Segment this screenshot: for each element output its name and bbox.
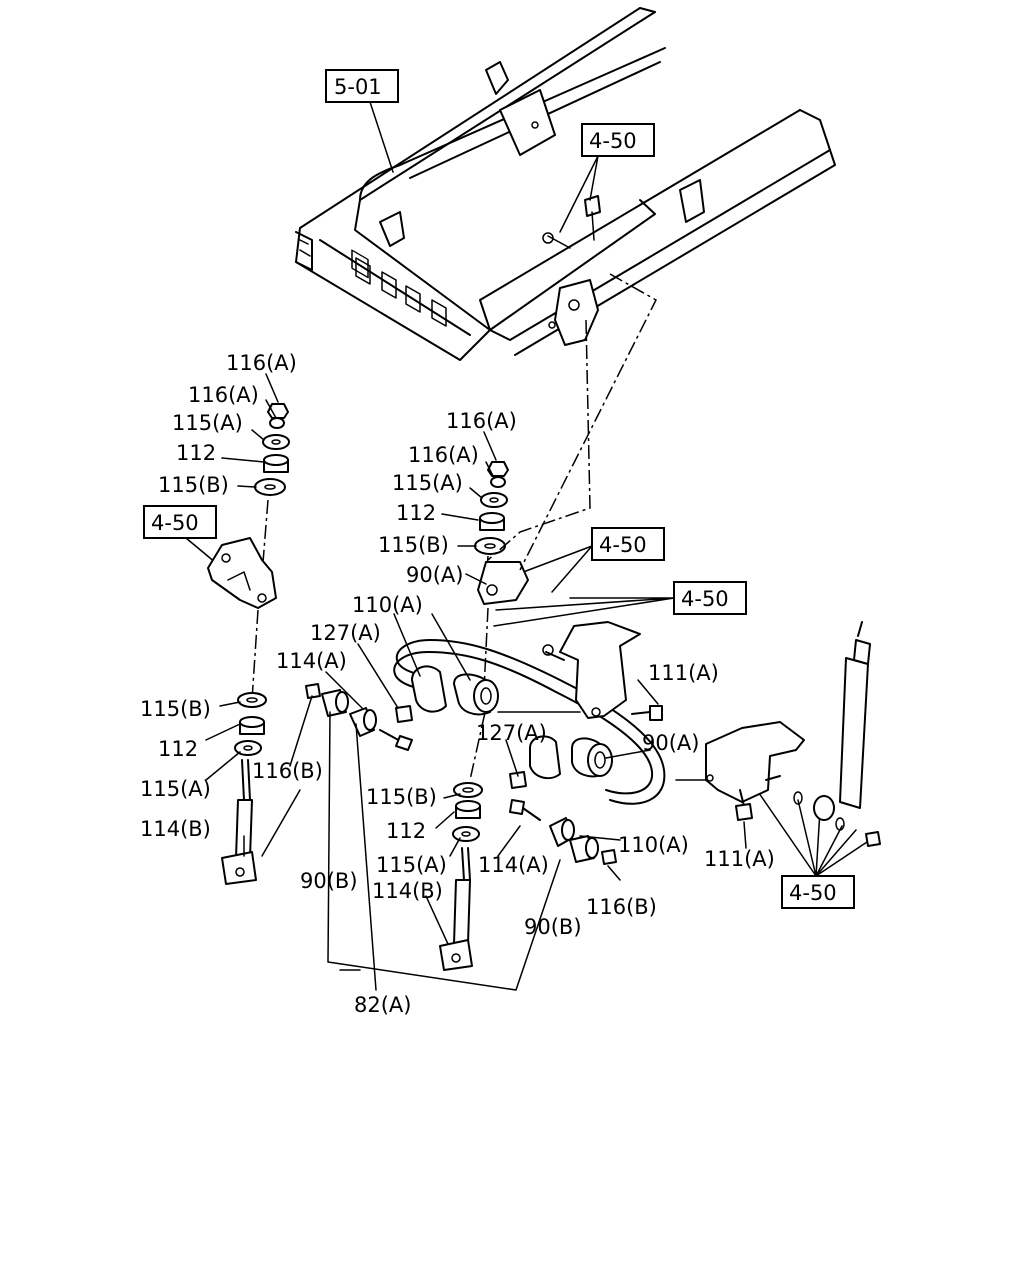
label-111a: 111(A) [648, 661, 719, 685]
label-111a: 111(A) [704, 847, 775, 871]
label-115a: 115(A) [376, 853, 447, 877]
ref-section-label: 4-50 [589, 129, 637, 153]
label-90a: 90(A) [406, 563, 463, 587]
label-114a: 114(A) [276, 649, 347, 673]
frame-bolt [542, 195, 601, 249]
stabilizer-bar [393, 639, 707, 805]
label-114b: 114(B) [372, 879, 443, 903]
bolt-111-upper [631, 705, 663, 721]
label-110a: 110(A) [618, 833, 689, 857]
label-115b: 115(B) [366, 785, 437, 809]
label-115a: 115(A) [392, 471, 463, 495]
label-116a: 116(A) [446, 409, 517, 433]
ref-frame-5-01[interactable]: 5-01 [325, 69, 399, 103]
mount-bracket [542, 621, 641, 719]
bolt-111-lower [735, 789, 753, 821]
label-114b: 114(B) [140, 817, 211, 841]
shock-absorber-assembly [705, 621, 881, 847]
label-90b: 90(B) [300, 869, 358, 893]
leader-lines [205, 373, 747, 971]
ref-section-label: 4-50 [599, 533, 647, 557]
bushing-group-left [305, 683, 377, 737]
center-link-assembly [439, 461, 529, 971]
label-114a: 114(A) [478, 853, 549, 877]
bolt-127-right [509, 771, 541, 821]
part-labels: 116(A) 116(A) 115(A) 112 115(B) 116(A) 1… [140, 351, 775, 1017]
label-115b: 115(B) [140, 697, 211, 721]
label-115a: 115(A) [140, 777, 211, 801]
ref-section-label: 4-50 [789, 881, 837, 905]
ref-section-4-50-top[interactable]: 4-50 [581, 123, 655, 157]
label-115a: 115(A) [172, 411, 243, 435]
label-112: 112 [396, 501, 436, 525]
label-110a: 110(A) [352, 593, 423, 617]
label-90b: 90(B) [524, 915, 582, 939]
ref-frame-label: 5-01 [334, 75, 382, 99]
left-link-assembly [207, 403, 290, 885]
bushing-group-right [549, 817, 617, 865]
ref-section-4-50-bottom[interactable]: 4-50 [781, 875, 855, 909]
label-115b: 115(B) [378, 533, 449, 557]
bolt-127-left [379, 705, 413, 751]
ref-section-label: 4-50 [681, 587, 729, 611]
chassis-frame [295, 7, 836, 361]
label-116a: 116(A) [408, 443, 479, 467]
ref-section-4-50-mid[interactable]: 4-50 [591, 527, 665, 561]
label-82a: 82(A) [354, 993, 411, 1017]
label-112: 112 [176, 441, 216, 465]
ref-section-4-50-left[interactable]: 4-50 [143, 505, 217, 539]
label-112: 112 [386, 819, 426, 843]
label-116a: 116(A) [226, 351, 297, 375]
label-90a: 90(A) [642, 731, 699, 755]
label-116b: 116(B) [586, 895, 657, 919]
label-112: 112 [158, 737, 198, 761]
ref-section-label: 4-50 [151, 511, 199, 535]
label-116b: 116(B) [252, 759, 323, 783]
label-127a: 127(A) [310, 621, 381, 645]
label-115b: 115(B) [158, 473, 229, 497]
ref-section-4-50-right[interactable]: 4-50 [673, 581, 747, 615]
label-127a: 127(A) [476, 721, 547, 745]
label-116a: 116(A) [188, 383, 259, 407]
